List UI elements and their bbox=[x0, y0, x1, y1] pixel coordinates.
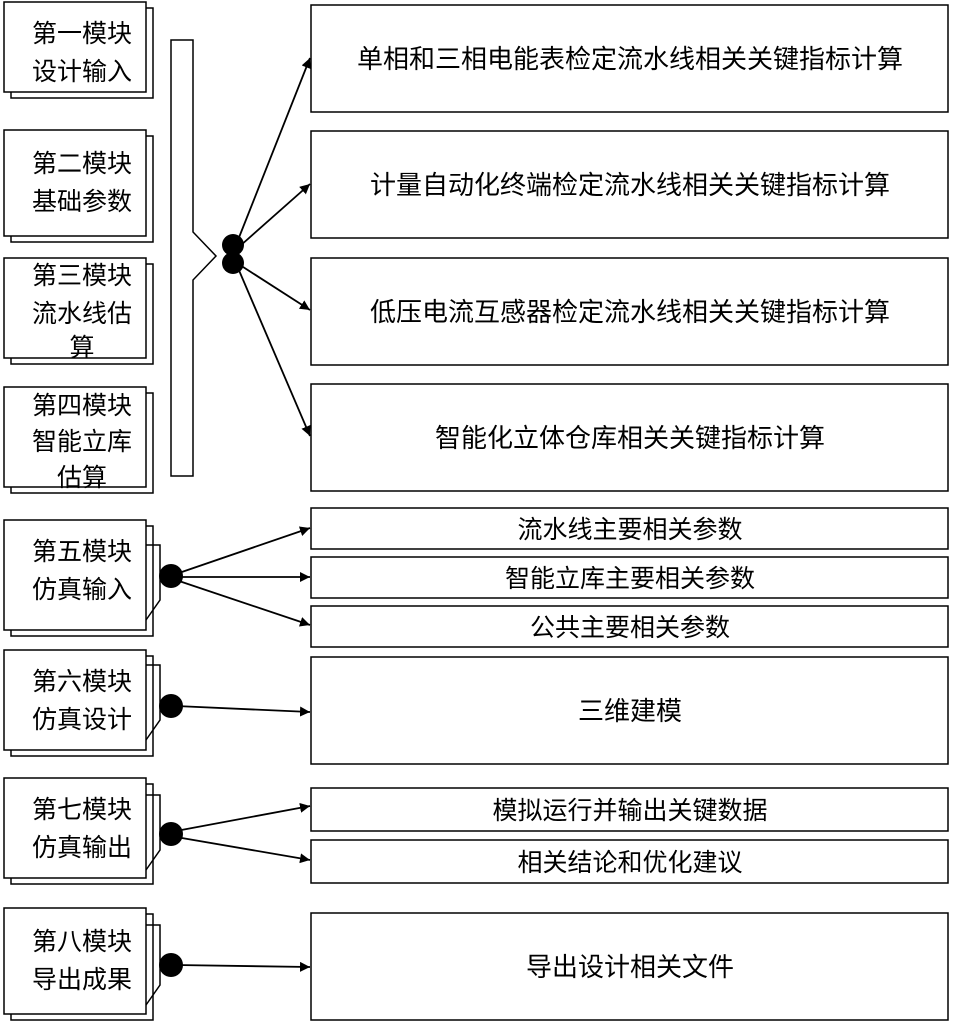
output-box-4: 智能化立体仓库相关关键指标计算 bbox=[310, 383, 949, 492]
junction-dot-6 bbox=[159, 694, 183, 718]
output-box-3: 低压电流互感器检定流水线相关关键指标计算 bbox=[310, 257, 949, 366]
output-10-label: 相关结论和优化建议 bbox=[517, 848, 742, 877]
output-box-2: 计量自动化终端检定流水线相关关键指标计算 bbox=[310, 130, 949, 239]
output-8-label: 三维建模 bbox=[578, 697, 682, 727]
arrow-to-output-7 bbox=[175, 579, 311, 627]
collector-bracket bbox=[170, 39, 218, 477]
connector-stub-8 bbox=[145, 924, 161, 1006]
module-8-line-1: 第八模块 bbox=[32, 927, 132, 956]
output-7-label: 公共主要相关参数 bbox=[530, 613, 730, 642]
output-box-8: 三维建模 bbox=[310, 656, 949, 765]
arrow-to-output-11 bbox=[175, 961, 311, 972]
output-9-label: 模拟运行并输出关键数据 bbox=[492, 796, 767, 825]
module-2-line-1: 第二模块 bbox=[32, 149, 132, 178]
connector-stub-7 bbox=[145, 794, 161, 871]
output-box-6: 智能立库主要相关参数 bbox=[310, 556, 949, 599]
arrow-to-output-4 bbox=[237, 267, 311, 437]
output-6-label: 智能立库主要相关参数 bbox=[505, 564, 755, 593]
module-box-1: 第一模块 设计输入 bbox=[3, 1, 154, 99]
output-box-5: 流水线主要相关参数 bbox=[310, 507, 949, 550]
module-8-line-2: 导出成果 bbox=[32, 965, 132, 994]
module-box-7: 第七模块 仿真输出 bbox=[3, 777, 154, 885]
module-4-line-3: 估算 bbox=[57, 463, 107, 492]
junction-dot-top-b bbox=[222, 252, 244, 274]
module-3-line-3: 算 bbox=[69, 333, 94, 362]
module-box-5: 第五模块 仿真输入 bbox=[3, 519, 154, 637]
module-6-line-2: 仿真设计 bbox=[32, 705, 132, 734]
output-3-label: 低压电流互感器检定流水线相关关键指标计算 bbox=[370, 298, 890, 328]
module-5-line-2: 仿真输入 bbox=[32, 575, 132, 604]
module-1-line-1: 第一模块 bbox=[32, 19, 132, 48]
arrow-to-output-2 bbox=[239, 183, 311, 247]
module-4-line-1: 第四模块 bbox=[32, 391, 132, 420]
output-1-label: 单相和三相电能表检定流水线相关关键指标计算 bbox=[357, 45, 903, 75]
output-5-label: 流水线主要相关参数 bbox=[517, 515, 742, 544]
arrow-to-output-8 bbox=[175, 705, 311, 717]
output-box-11: 导出设计相关文件 bbox=[310, 912, 949, 1021]
arrow-to-output-9 bbox=[175, 802, 311, 832]
module-5-line-1: 第五模块 bbox=[32, 537, 132, 566]
module-2-line-2: 基础参数 bbox=[32, 187, 132, 216]
module-6-line-1: 第六模块 bbox=[32, 667, 132, 696]
junction-dot-5 bbox=[159, 564, 183, 588]
module-box-8: 第八模块 导出成果 bbox=[3, 907, 154, 1021]
arrow-to-output-3 bbox=[239, 264, 311, 311]
arrow-to-output-1 bbox=[237, 57, 311, 241]
arrow-to-output-10 bbox=[175, 836, 311, 864]
module-1-line-2: 设计输入 bbox=[32, 57, 132, 86]
output-box-10: 相关结论和优化建议 bbox=[310, 839, 949, 884]
output-2-label: 计量自动化终端检定流水线相关关键指标计算 bbox=[370, 171, 890, 201]
module-3-line-1: 第三模块 bbox=[32, 261, 132, 290]
output-box-7: 公共主要相关参数 bbox=[310, 605, 949, 648]
module-box-6: 第六模块 仿真设计 bbox=[3, 649, 154, 757]
module-7-line-2: 仿真输出 bbox=[32, 833, 132, 862]
output-11-label: 导出设计相关文件 bbox=[526, 953, 734, 983]
module-3-line-2: 流水线估 bbox=[32, 299, 132, 328]
output-4-label: 智能化立体仓库相关关键指标计算 bbox=[435, 424, 825, 454]
arrow-to-output-5 bbox=[175, 526, 311, 575]
module-box-4: 第四模块 智能立库 估算 bbox=[3, 386, 154, 494]
module-box-2: 第二模块 基础参数 bbox=[3, 129, 154, 243]
module-7-line-1: 第七模块 bbox=[32, 795, 132, 824]
output-box-1: 单相和三相电能表检定流水线相关关键指标计算 bbox=[310, 4, 949, 113]
output-box-9: 模拟运行并输出关键数据 bbox=[310, 787, 949, 832]
module-box-3: 第三模块 流水线估 算 bbox=[3, 257, 154, 365]
junction-dot-7 bbox=[159, 822, 183, 846]
connector-stub-6 bbox=[145, 664, 161, 741]
junction-dot-8 bbox=[159, 953, 183, 977]
module-4-line-2: 智能立库 bbox=[32, 427, 132, 456]
